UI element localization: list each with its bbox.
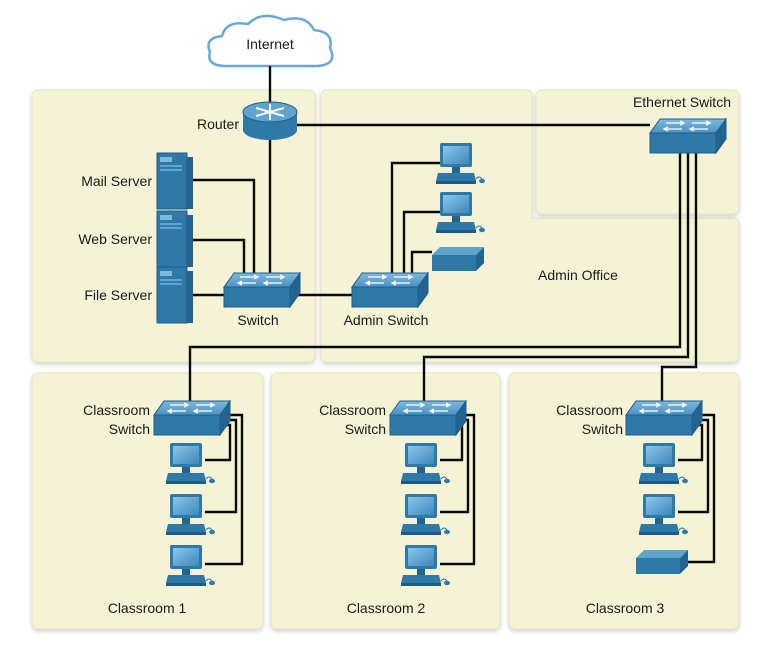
- internet-cloud-icon: Internet: [207, 14, 334, 68]
- admin-printer-icon: [432, 247, 484, 271]
- admin-office-label: Admin Office: [538, 267, 618, 283]
- core-switch-label: Switch: [237, 312, 278, 328]
- classroom-1-switch-label-line2: Switch: [109, 421, 150, 437]
- classroom-2-switch-label-line2: Switch: [345, 421, 386, 437]
- router-label: Router: [197, 116, 239, 132]
- ethernet-switch-label: Ethernet Switch: [633, 94, 731, 110]
- classroom-1-label: Classroom 1: [108, 600, 187, 616]
- web-server-icon: [156, 210, 194, 268]
- classroom-2-switch-icon: [389, 400, 467, 436]
- file-server-icon: [156, 266, 194, 324]
- classroom-3-switch-label-line2: Switch: [582, 421, 623, 437]
- mail-server-label: Mail Server: [81, 173, 152, 189]
- classroom-1-switch-label-line1: Classroom: [83, 402, 150, 418]
- mail-server-icon: [156, 152, 194, 210]
- classroom-2-switch-label-line1: Classroom: [319, 402, 386, 418]
- room-panels: [31, 89, 740, 630]
- internet-label: Internet: [246, 36, 294, 52]
- classroom-3-switch-icon: [625, 400, 703, 436]
- file-server-label: File Server: [84, 287, 152, 303]
- classroom-1-switch-icon: [153, 400, 231, 436]
- router-icon: [242, 101, 298, 140]
- classroom-3-panel: [508, 372, 740, 630]
- web-server-label: Web Server: [78, 231, 152, 247]
- classroom-2-label: Classroom 2: [347, 600, 426, 616]
- admin-switch-icon: [351, 272, 429, 308]
- ethernet-switch-icon: [649, 118, 727, 154]
- core-switch-icon: [223, 272, 301, 308]
- classroom-3-switch-label-line1: Classroom: [556, 402, 623, 418]
- admin-switch-label: Admin Switch: [344, 312, 429, 328]
- classroom-3-printer-icon: [636, 550, 688, 574]
- classroom-3-label: Classroom 3: [586, 600, 665, 616]
